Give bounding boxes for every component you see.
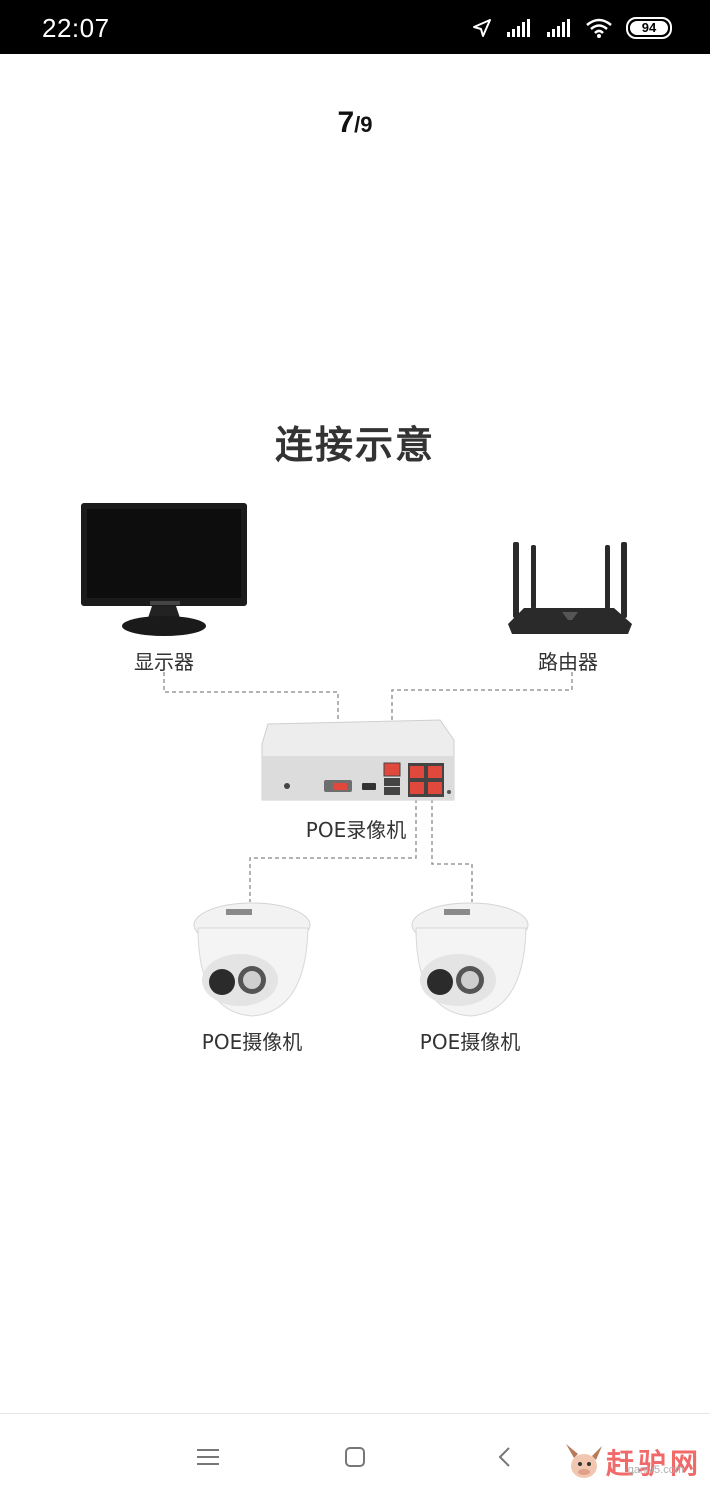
label-router: 路由器 (538, 650, 598, 674)
back-chevron-icon (498, 1447, 510, 1467)
status-bar: 22:07 94 (0, 0, 710, 54)
home-button[interactable] (335, 1442, 375, 1472)
wifi-icon (586, 18, 612, 38)
battery-level: 94 (641, 20, 657, 35)
counter-total: 9 (360, 112, 373, 137)
menu-button[interactable] (188, 1442, 228, 1472)
location-arrow-icon (473, 19, 491, 37)
label-nvr: POE录像机 (305, 818, 407, 842)
camera-left-image (193, 902, 311, 1017)
watermark-text: 赶驴网 (605, 1447, 702, 1480)
counter-current: 7 (337, 106, 355, 139)
back-button[interactable] (484, 1442, 524, 1472)
counter-separator: / (354, 112, 361, 137)
status-icons: 94 (472, 16, 672, 40)
watermark-url: ganlv5.com (627, 1464, 684, 1476)
router-image (508, 542, 632, 634)
signal-icon (547, 19, 570, 37)
label-camera-right: POE摄像机 (419, 1030, 521, 1054)
battery-icon: 94 (626, 17, 672, 39)
status-time: 22:07 (42, 13, 110, 43)
navigation-bar: 赶驴网 ganlv5.com (0, 1413, 710, 1501)
signal-icon (507, 19, 530, 37)
nvr-image (261, 719, 455, 801)
watermark: 赶驴网 (562, 1434, 702, 1490)
diagram-title: 连接示意 (274, 423, 435, 467)
image-counter: 7/9 (0, 106, 710, 140)
menu-icon (197, 1449, 219, 1465)
label-monitor: 显示器 (134, 650, 194, 674)
donkey-logo-icon (565, 1444, 602, 1478)
label-camera-left: POE摄像机 (201, 1030, 303, 1054)
camera-right-image (411, 902, 529, 1017)
home-square-icon (345, 1447, 365, 1467)
connection-diagram[interactable] (0, 0, 710, 1100)
monitor-image (81, 503, 247, 636)
